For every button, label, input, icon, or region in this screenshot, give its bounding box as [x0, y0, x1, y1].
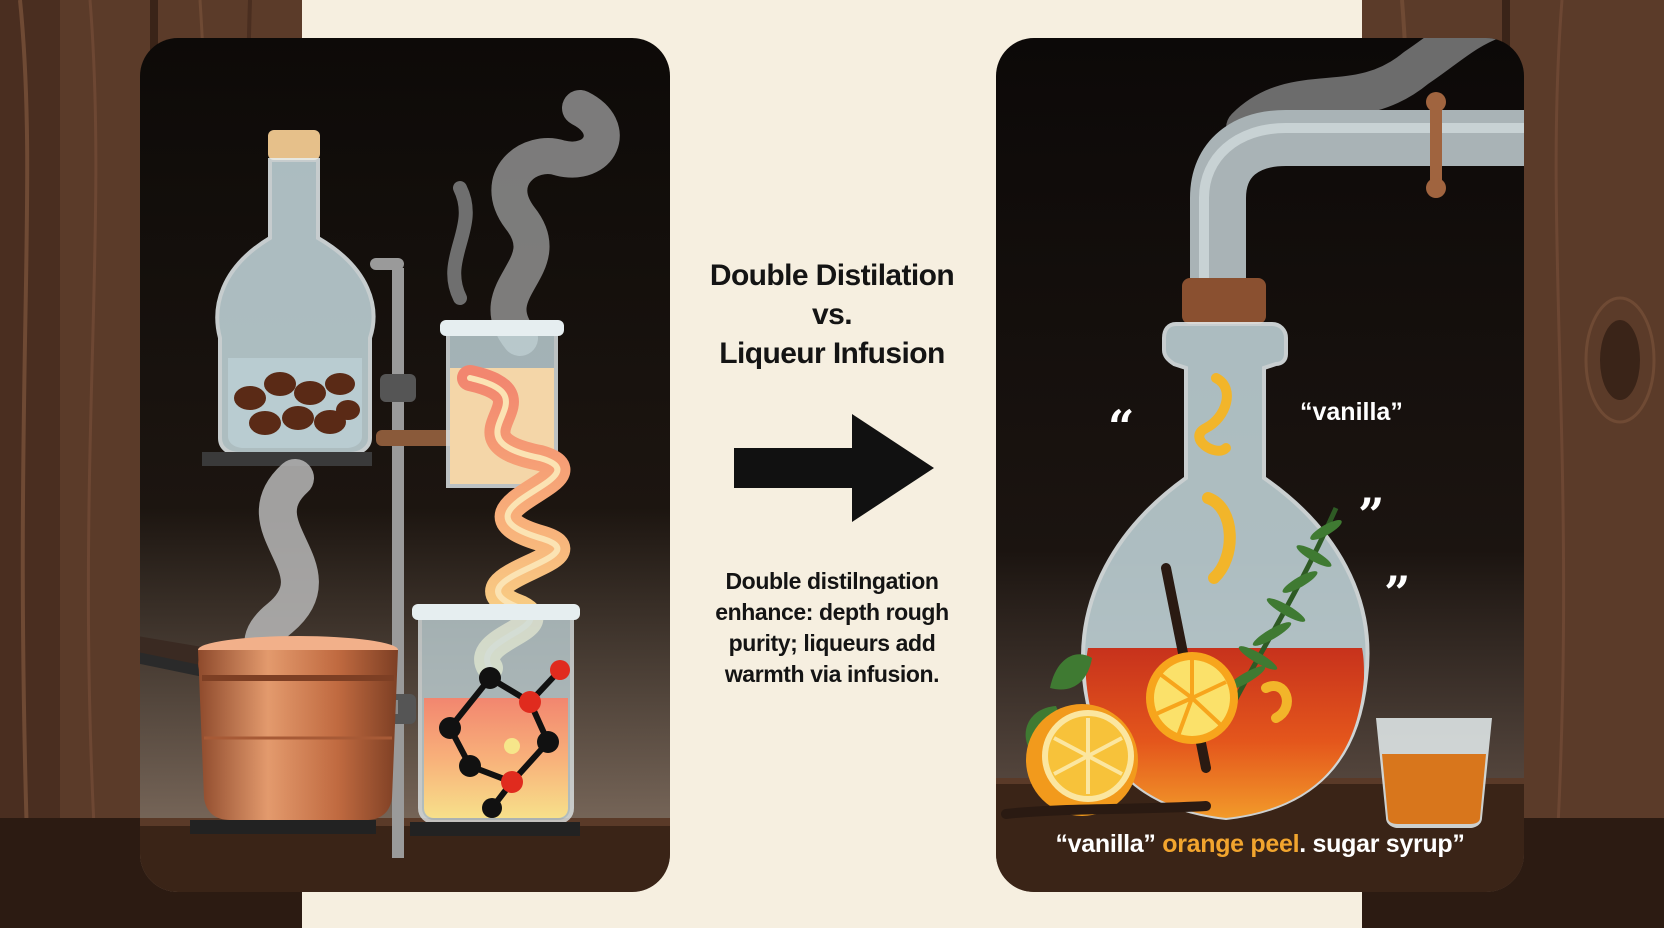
title-line: Liqueur Infusion [719, 337, 945, 370]
rosemary-icon [1223, 506, 1342, 720]
arrow-right-icon [734, 414, 934, 522]
copper-pot-icon [140, 636, 398, 834]
pipe-icon [1190, 92, 1524, 288]
orange-slice-icon [1146, 652, 1238, 744]
caption-text: Double distilngation enhance: depth roug… [670, 566, 994, 690]
ingredient-orange-peel: orange peel [1162, 830, 1300, 858]
caption-line: Double distilngation [725, 568, 939, 594]
infusion-panel [996, 38, 1524, 892]
title-line: vs. [812, 298, 853, 331]
bottle-of-coffee-beans-icon [202, 130, 376, 466]
caption-line: enhance: depth rough [715, 599, 949, 625]
caption-line: purity; liqueurs add [728, 630, 936, 656]
steam-icon [447, 90, 620, 356]
caption-line: warmth via infusion. [724, 661, 940, 687]
orange-slice-icon [1026, 704, 1138, 816]
page-title: Double Distilation vs. Liqueur Infusion [670, 256, 994, 373]
distillation-panel [140, 38, 670, 892]
close-quote-mark: ” [1384, 566, 1411, 620]
open-quote-mark: “ [1108, 400, 1135, 454]
vanilla-label: “vanilla” [1300, 398, 1403, 426]
ingredient-sugar-syrup: . sugar syrup” [1299, 830, 1465, 858]
shot-glass-icon [1376, 718, 1492, 828]
ingredients-caption: “vanilla” orange peel. sugar syrup” [996, 830, 1524, 859]
close-quote-mark: ” [1358, 488, 1385, 542]
molecule-icon [439, 660, 570, 818]
ingredient-vanilla: “vanilla” [1055, 830, 1163, 858]
decanter-icon [1081, 278, 1370, 821]
title-line: Double Distilation [709, 259, 955, 292]
